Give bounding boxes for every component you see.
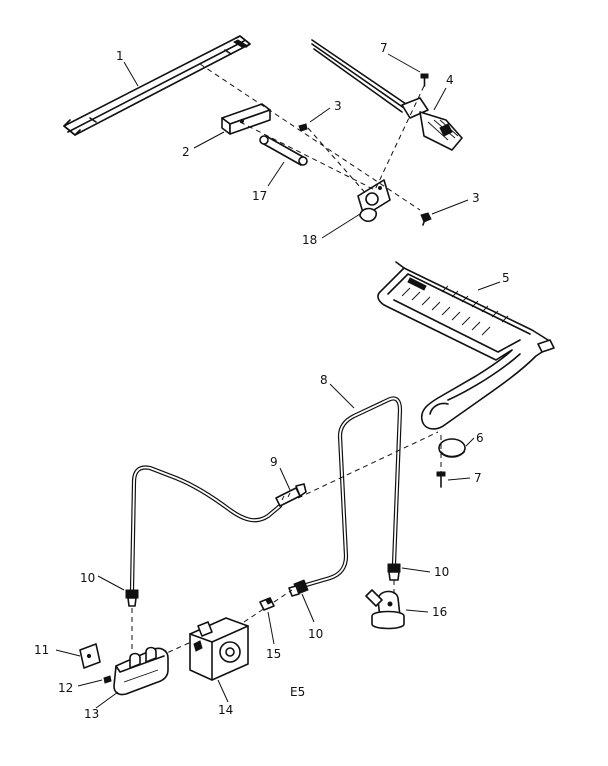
callout-2: 2 <box>182 145 190 159</box>
part-5-burner <box>377 261 555 430</box>
part-6-cap <box>438 438 466 458</box>
callout-10-left: 10 <box>80 571 95 585</box>
callout-8: 8 <box>320 373 328 387</box>
callout-14: 14 <box>218 703 233 717</box>
callout-17: 17 <box>252 189 267 203</box>
part-1-bracket-rail <box>63 35 251 136</box>
callout-13: 13 <box>84 707 99 721</box>
callout-10-right: 10 <box>434 565 449 579</box>
callout-12: 12 <box>58 681 73 695</box>
callout-3-upper: 3 <box>334 99 342 113</box>
part-10-fitting-center <box>288 579 309 597</box>
part-11-plate <box>79 643 101 669</box>
callout-6: 6 <box>476 431 484 445</box>
part-3-screw-lower <box>420 212 432 226</box>
part-8-tubing <box>303 396 403 588</box>
callout-7-lower: 7 <box>474 471 482 485</box>
callout-15: 15 <box>266 647 281 661</box>
callout-7-upper: 7 <box>380 41 388 55</box>
part-4-thermocouple-assembly <box>311 39 463 151</box>
callout-18: 18 <box>302 233 317 247</box>
part-13-ignitor-base <box>113 646 169 696</box>
callout-9: 9 <box>270 455 278 469</box>
part-15-nut <box>259 597 275 611</box>
callout-5: 5 <box>502 271 510 285</box>
part-3-screw-upper <box>298 123 308 132</box>
part-16-valve <box>365 589 405 630</box>
figure-code: E5 <box>290 685 305 699</box>
callout-3-lower: 3 <box>472 191 480 205</box>
callout-10-center: 10 <box>308 627 323 641</box>
part-2-mounting-plate <box>221 103 271 135</box>
part-10-fitting-right <box>387 563 401 581</box>
part-18-bracket <box>357 179 391 223</box>
part-7-screw-upper <box>420 73 429 87</box>
alignment-lines-top <box>199 63 425 211</box>
callout-11: 11 <box>34 643 49 657</box>
part-14-valve-body <box>189 617 249 681</box>
part-10-fitting-left <box>125 589 139 607</box>
callout-4: 4 <box>446 73 454 87</box>
leader-lines <box>55 53 501 709</box>
callout-labels: 1 2 3 3 4 5 6 7 7 8 9 10 10 10 11 12 13 … <box>34 41 510 721</box>
part-12-screw <box>103 675 112 684</box>
part-9-tubing <box>129 465 307 593</box>
part-17-sleeve <box>259 135 308 166</box>
callout-16: 16 <box>432 605 447 619</box>
callout-1: 1 <box>116 49 124 63</box>
